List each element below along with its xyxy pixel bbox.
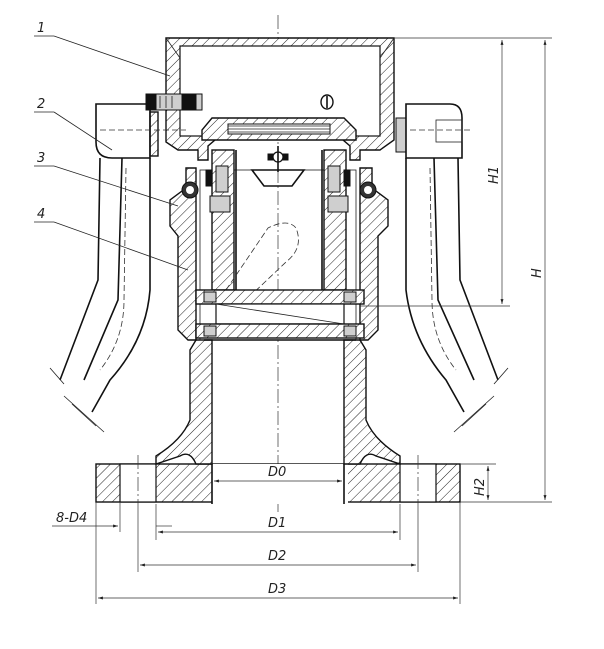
bonnet <box>165 37 395 187</box>
dim-d3-label: D3 <box>268 582 286 597</box>
dim-d0-label: D0 <box>268 465 286 480</box>
callout-3-label: 3 <box>37 151 45 166</box>
right-handle <box>405 103 509 433</box>
seal-assembly <box>181 165 377 213</box>
callout-2-label: 2 <box>37 97 45 112</box>
dim-d1-label: D1 <box>268 516 286 531</box>
callout-4-label: 4 <box>37 207 45 222</box>
left-handle <box>49 103 186 433</box>
callout-1-label: 1 <box>37 21 45 36</box>
dim-d4-label: 8-D4 <box>56 511 87 526</box>
callout-leaders <box>34 35 189 271</box>
valve-body <box>155 167 401 504</box>
dim-h2-label: H2 <box>473 478 488 496</box>
dimension-lines <box>52 37 552 604</box>
dim-h-label: H <box>530 268 545 278</box>
bolts <box>145 93 407 157</box>
dim-h1-label: H1 <box>487 166 502 184</box>
dim-d2-label: D2 <box>268 549 286 564</box>
base-flange <box>95 455 461 512</box>
